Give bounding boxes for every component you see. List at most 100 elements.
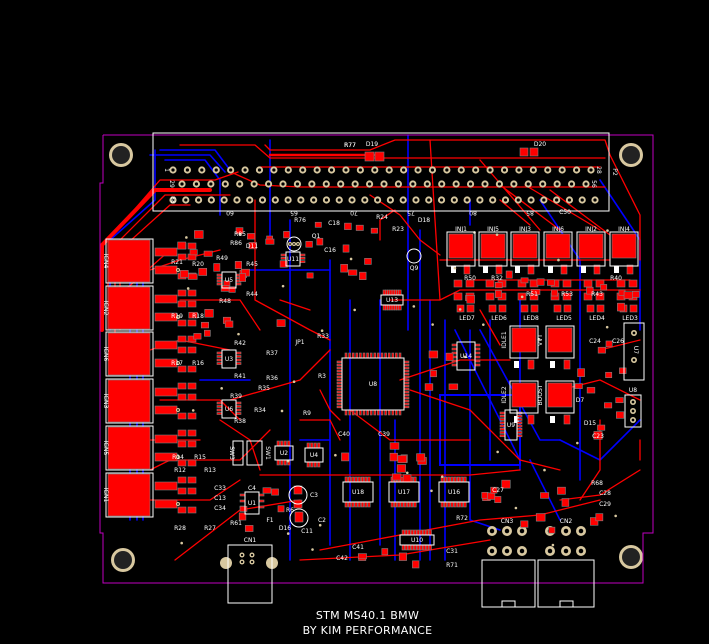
ic-pin	[360, 501, 365, 508]
ic-pin	[280, 257, 287, 260]
ic-pin	[216, 282, 223, 286]
drill-hole	[250, 560, 254, 564]
smd-pad	[187, 319, 197, 327]
drill-hole	[299, 198, 303, 202]
drill-hole	[194, 182, 199, 186]
smd-pad	[187, 429, 197, 437]
ic-pin	[499, 434, 506, 438]
connector-label: P2	[611, 168, 618, 176]
ic-outline	[304, 447, 324, 463]
ic-pin	[413, 544, 417, 551]
mcu-pin	[336, 384, 343, 388]
drill-hole	[563, 548, 569, 554]
ic-pin	[404, 544, 408, 551]
smd-pad	[203, 250, 213, 257]
drill-hole	[177, 269, 179, 271]
smd-pad	[595, 279, 605, 288]
ic-pin	[460, 476, 464, 483]
ic-label: U9	[507, 422, 515, 429]
ic-pin	[443, 476, 448, 483]
drill-hole	[452, 198, 456, 202]
ic-pin	[410, 529, 414, 536]
output-pad	[547, 382, 573, 408]
resistor-label: R39	[230, 393, 242, 400]
ic-pin	[499, 431, 506, 434]
ic-pin	[516, 421, 523, 425]
inj-outline	[609, 231, 639, 267]
ic-pin	[463, 476, 467, 483]
ic-label: U3	[225, 356, 233, 363]
inj-label: INJ5	[487, 226, 499, 233]
drill-hole	[375, 198, 380, 202]
smd-pad	[204, 309, 214, 318]
silk-label: D20	[534, 141, 546, 148]
via	[495, 233, 499, 236]
led-label: LED8	[523, 315, 539, 322]
ic-pin	[499, 411, 506, 415]
ign-outline	[105, 285, 154, 331]
drill-hole	[427, 198, 431, 202]
smd-pad	[628, 279, 638, 288]
drill-hole	[266, 182, 271, 186]
smd-pad	[177, 346, 187, 354]
drill-hole	[396, 182, 401, 186]
drill-hole	[367, 182, 372, 186]
smd-pad	[448, 383, 459, 390]
ic-pin	[235, 351, 242, 355]
ic-outline	[342, 481, 374, 503]
ign-label: IGN3	[102, 394, 109, 409]
drill-hole	[177, 503, 179, 505]
ign-label: IGN2	[102, 301, 109, 316]
capacitor-label: C11	[301, 528, 313, 535]
ic-pin	[344, 476, 348, 483]
via	[430, 489, 433, 493]
ic-pin	[407, 544, 411, 551]
output-outline	[545, 380, 575, 414]
drill-hole	[240, 553, 244, 557]
resistor-label: R19	[171, 313, 183, 320]
top-trace	[409, 389, 561, 471]
smd-pad	[530, 304, 539, 313]
mcu-pin	[336, 402, 343, 406]
capacitor-label: C41	[352, 544, 364, 551]
cn2-key	[559, 600, 574, 608]
resistor-label: R71	[446, 562, 458, 569]
ic-pin	[474, 351, 481, 355]
ic-pin	[516, 434, 523, 438]
resistor-label: R49	[216, 255, 228, 262]
inj-label: INJ2	[585, 226, 597, 233]
resistor-label: R51	[526, 291, 538, 298]
ic-pin	[499, 427, 506, 431]
smd-pad	[187, 487, 197, 495]
ic-pin	[313, 461, 317, 468]
ic-pin	[428, 544, 432, 551]
drill-hole	[542, 198, 546, 202]
component-label: D18	[418, 217, 430, 224]
mcu-pin	[351, 409, 355, 416]
drill-hole	[238, 182, 242, 186]
smd-pad	[397, 455, 407, 464]
inj-tab	[614, 266, 619, 273]
drill-hole	[517, 168, 521, 172]
inj-outline	[543, 231, 573, 267]
via	[543, 468, 546, 472]
ic-outline	[399, 534, 435, 546]
smd-pad	[589, 517, 599, 526]
ic-pin	[401, 529, 405, 536]
mcu-pin	[366, 352, 369, 359]
smd-pad	[341, 452, 350, 462]
diode-pad	[519, 147, 529, 157]
smd-pad	[617, 302, 625, 312]
inj-label: INJ1	[455, 226, 467, 233]
ic-pin	[403, 501, 407, 508]
connector-label: CN3	[501, 518, 514, 525]
mcu-pin	[403, 363, 410, 367]
smd-pad	[187, 346, 197, 354]
smd-pad	[553, 304, 562, 313]
smd-pad	[596, 304, 605, 313]
drill-hole	[541, 182, 545, 186]
inj-label: INJ6	[552, 226, 564, 233]
mcu-pin	[387, 409, 391, 416]
drill-hole	[286, 168, 290, 172]
ic-pin	[474, 355, 481, 359]
